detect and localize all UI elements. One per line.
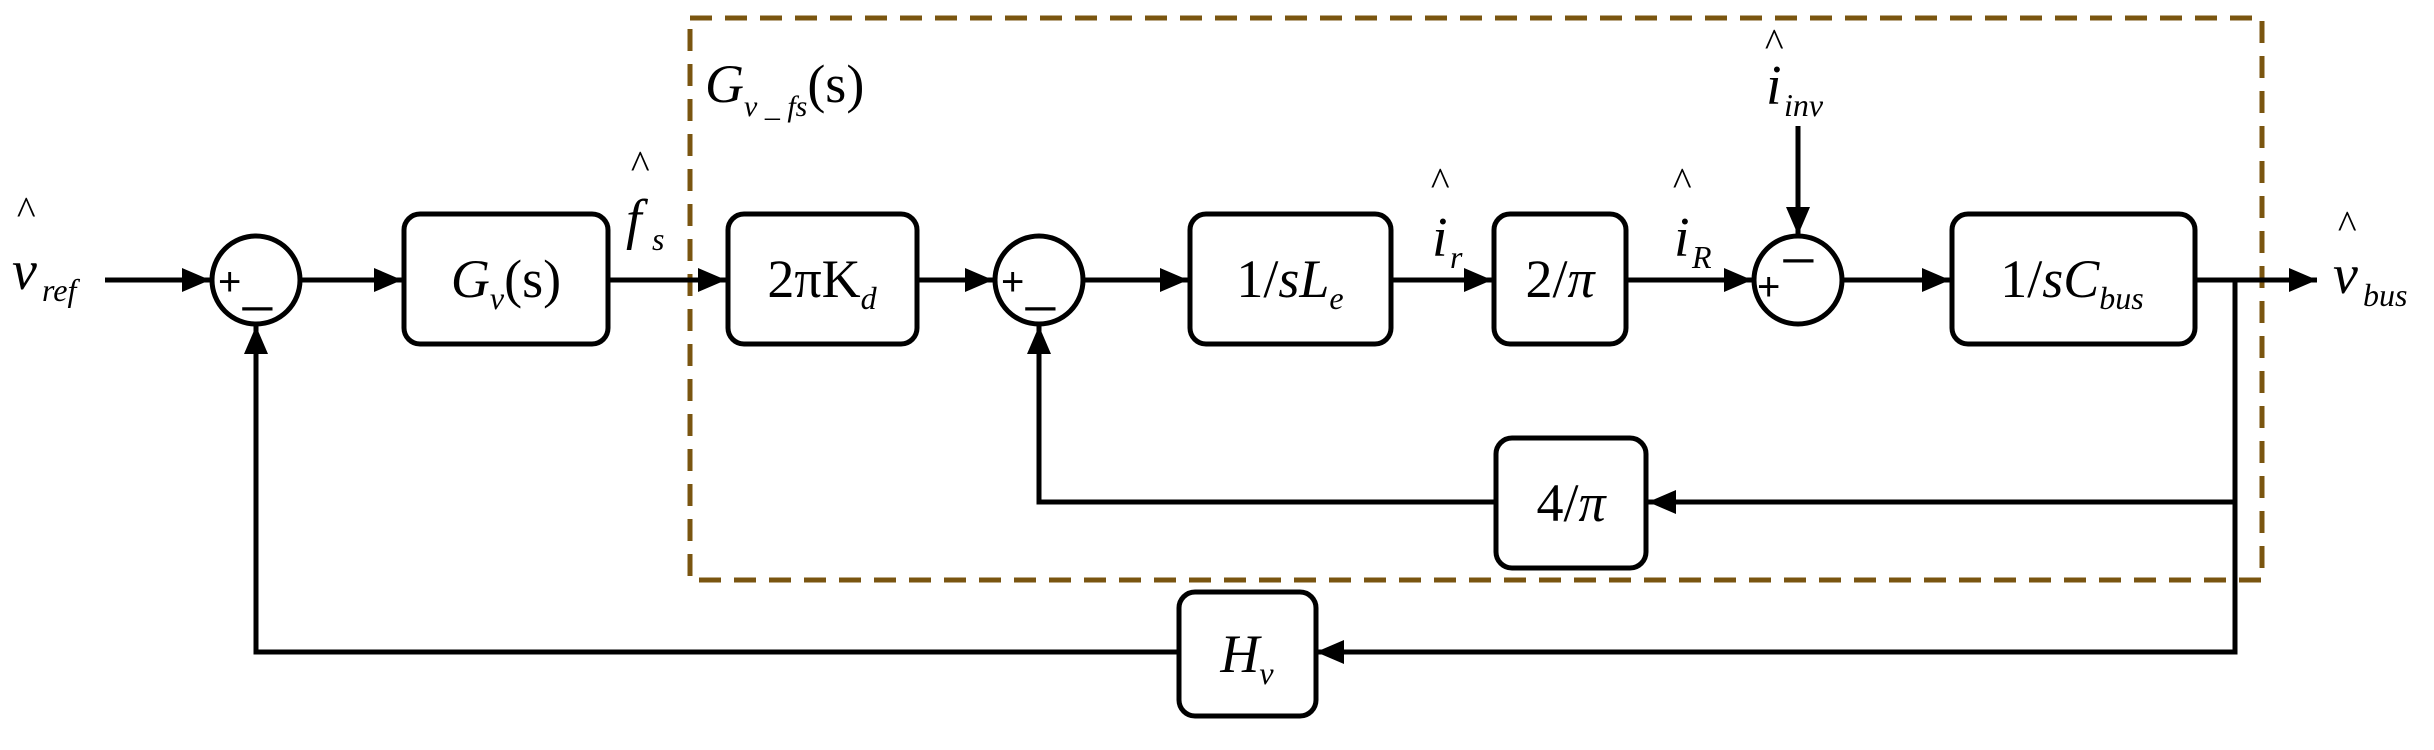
block-hv: Hv <box>1176 589 1319 719</box>
summing-junction-2: + _ <box>992 233 1086 327</box>
signal-v-ref: ^ v ref <box>12 188 80 308</box>
svg-text:v: v <box>12 240 37 302</box>
wire-inner-feedback-out <box>1027 326 1494 505</box>
svg-text:^: ^ <box>1672 159 1692 204</box>
svg-text:+: + <box>218 260 241 304</box>
signal-v-bus: ^ v bus <box>2333 202 2407 313</box>
svg-text:Hv: Hv <box>1219 624 1274 691</box>
signal-i-R: ^ i R <box>1672 159 1712 275</box>
svg-text:f: f <box>626 189 649 251</box>
block-2-over-pi: 2/π <box>1491 211 1629 347</box>
svg-text:+: + <box>1001 260 1024 304</box>
svg-text:ref: ref <box>42 272 80 308</box>
svg-text:_: _ <box>242 254 273 312</box>
summing-junction-1: + _ <box>209 233 303 327</box>
svg-text:s: s <box>652 221 664 257</box>
svg-text:^: ^ <box>630 142 650 187</box>
block-gv: Gv(s) <box>401 211 611 347</box>
svg-text:inv: inv <box>1784 87 1824 123</box>
svg-text:+: + <box>1757 265 1780 309</box>
svg-text:2πKd: 2πKd <box>767 249 877 316</box>
svg-text:R: R <box>1691 239 1712 275</box>
block-4-over-pi: 4/π <box>1493 435 1649 571</box>
svg-text:^: ^ <box>1430 159 1450 204</box>
svg-text:1/sCbus: 1/sCbus <box>2000 249 2144 316</box>
svg-text:^: ^ <box>1764 20 1784 65</box>
block-1-sle: 1/sLe <box>1187 211 1394 347</box>
svg-text:v: v <box>2333 244 2358 306</box>
svg-text:Gv(s): Gv(s) <box>451 249 561 316</box>
svg-text:i: i <box>1432 207 1448 269</box>
svg-text:^: ^ <box>2337 202 2357 247</box>
svg-text:2/π: 2/π <box>1525 249 1596 309</box>
svg-text:i: i <box>1674 207 1690 269</box>
svg-text:bus: bus <box>2363 277 2407 313</box>
summing-junction-3: + _ <box>1751 206 1845 327</box>
wire-outer-feedback-out <box>244 326 1177 655</box>
block-1-scbus: 1/sCbus <box>1949 211 2198 347</box>
block-2pi-kd: 2πKd <box>725 211 920 347</box>
subsystem-frame <box>687 15 2265 583</box>
subsystem-label: Gv _ fs(s) <box>705 54 864 123</box>
svg-text:_: _ <box>1783 206 1814 264</box>
svg-text:1/sLe: 1/sLe <box>1236 249 1343 316</box>
svg-text:_: _ <box>1025 254 1056 312</box>
signal-i-inv: ^ i inv <box>1764 20 1824 123</box>
signal-f-s: ^ f s <box>626 142 664 257</box>
signal-i-r: ^ i r <box>1430 159 1463 275</box>
svg-text:^: ^ <box>16 188 36 233</box>
svg-text:4/π: 4/π <box>1536 473 1607 533</box>
svg-text:r: r <box>1450 239 1463 275</box>
wire-outer-feedback-in <box>1316 502 2238 664</box>
svg-text:i: i <box>1766 55 1782 117</box>
